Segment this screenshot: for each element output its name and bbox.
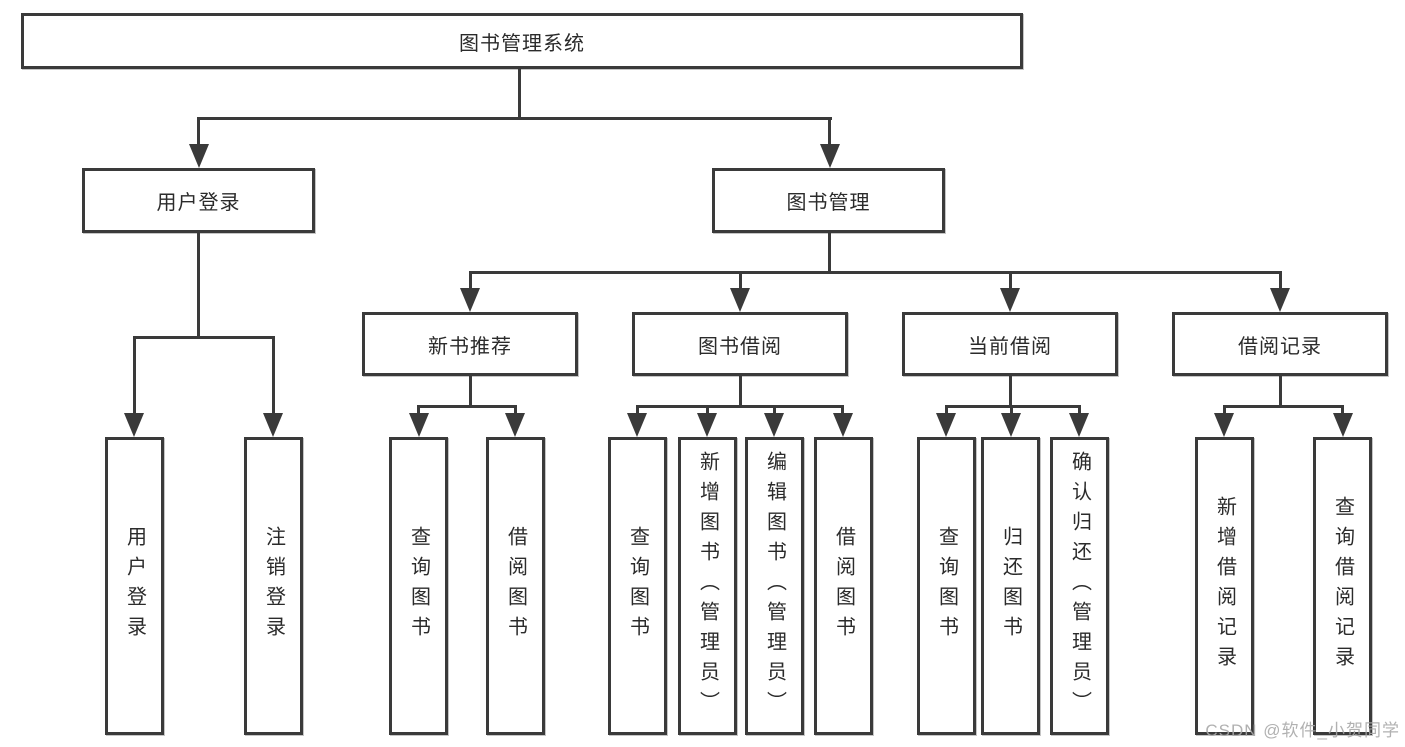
leaf-node-borrow-books: 借阅图书: [486, 437, 545, 735]
node-label: 借阅图书: [504, 526, 527, 646]
node-current-borrow: 当前借阅: [902, 312, 1118, 376]
node-borrow-records: 借阅记录: [1172, 312, 1388, 376]
connector-vline: [133, 336, 136, 416]
connector-hline: [198, 117, 832, 120]
connector-vline: [1341, 405, 1344, 419]
connector-vline: [1009, 376, 1012, 408]
connector-vline: [272, 336, 275, 416]
node-user-login: 用户登录: [82, 168, 315, 233]
arrow-down-icon: [764, 413, 784, 437]
arrow-down-icon: [1001, 413, 1021, 437]
leaf-node-query-books: 查询图书: [917, 437, 976, 735]
connector-hline: [945, 405, 1081, 408]
node-label: 确认归还（管理员）: [1068, 451, 1091, 721]
leaf-node-return-books: 归还图书: [981, 437, 1040, 735]
arrow-down-icon: [1069, 413, 1089, 437]
watermark-text: CSDN @软件_小贺同学: [1205, 721, 1400, 740]
connector-vline: [1223, 405, 1226, 419]
connector-vline: [773, 405, 776, 419]
connector-hline: [1223, 405, 1344, 408]
node-label: 当前借阅: [968, 335, 1052, 358]
arrow-down-icon: [833, 413, 853, 437]
node-label: 新增借阅记录: [1213, 496, 1236, 676]
arrow-down-icon: [189, 144, 209, 168]
node-new-book-recommend: 新书推荐: [362, 312, 578, 376]
connector-vline: [1279, 271, 1282, 291]
leaf-node-user-login: 用户登录: [105, 437, 164, 735]
connector-vline: [739, 376, 742, 408]
connector-vline: [706, 405, 709, 419]
leaf-node-query-borrow-record: 查询借阅记录: [1313, 437, 1372, 735]
node-label: 用户登录: [156, 192, 241, 214]
node-label: 借阅图书: [832, 526, 855, 646]
connector-vline: [945, 405, 948, 419]
node-label: 新增图书（管理员）: [696, 451, 719, 721]
node-label: 查询图书: [935, 526, 958, 646]
node-label: 编辑图书（管理员）: [763, 451, 786, 721]
leaf-node-borrow-books: 借阅图书: [814, 437, 873, 735]
node-label: 图书借阅: [698, 335, 782, 358]
node-label: 借阅记录: [1238, 335, 1322, 358]
leaf-node-confirm-return-admin: 确认归还（管理员）: [1050, 437, 1109, 735]
connector-hline: [469, 271, 1282, 274]
connector-vline: [469, 376, 472, 408]
connector-vline: [514, 405, 517, 419]
leaf-node-add-borrow-record: 新增借阅记录: [1195, 437, 1254, 735]
arrow-down-icon: [1270, 288, 1290, 312]
arrow-down-icon: [1214, 413, 1234, 437]
arrow-down-icon: [820, 144, 840, 168]
connector-vline: [1078, 405, 1081, 419]
connector-vline: [828, 117, 831, 147]
connector-vline: [1009, 271, 1012, 291]
connector-hline: [636, 405, 844, 408]
connector-vline: [197, 117, 200, 147]
arrow-down-icon: [409, 413, 429, 437]
arrow-down-icon: [505, 413, 525, 437]
node-label: 查询借阅记录: [1331, 496, 1354, 676]
node-label: 查询图书: [626, 526, 649, 646]
connector-vline: [518, 68, 521, 120]
node-label: 图书管理: [786, 192, 871, 214]
arrow-down-icon: [124, 413, 144, 437]
connector-hline: [418, 405, 517, 408]
connector-vline: [841, 405, 844, 419]
connector-vline: [636, 405, 639, 419]
node-label: 图书管理系统: [459, 32, 585, 55]
leaf-node-add-books-admin: 新增图书（管理员）: [678, 437, 737, 735]
arrow-down-icon: [627, 413, 647, 437]
arrow-down-icon: [1333, 413, 1353, 437]
node-book-management: 图书管理: [712, 168, 945, 233]
node-label: 查询图书: [407, 526, 430, 646]
connector-vline: [739, 271, 742, 291]
node-label: 新书推荐: [428, 335, 512, 358]
arrow-down-icon: [936, 413, 956, 437]
node-library-system: 图书管理系统: [21, 13, 1023, 69]
leaf-node-logout: 注销登录: [244, 437, 303, 735]
node-label: 归还图书: [999, 526, 1022, 646]
arrow-down-icon: [460, 288, 480, 312]
connector-vline: [828, 233, 831, 274]
arrow-down-icon: [730, 288, 750, 312]
connector-vline: [469, 271, 472, 291]
arrow-down-icon: [263, 413, 283, 437]
leaf-node-query-books: 查询图书: [608, 437, 667, 735]
leaf-node-query-books: 查询图书: [389, 437, 448, 735]
connector-vline: [417, 405, 420, 419]
node-book-borrow: 图书借阅: [632, 312, 848, 376]
connector-vline: [1279, 376, 1282, 408]
arrow-down-icon: [697, 413, 717, 437]
node-label: 注销登录: [262, 526, 285, 646]
connector-vline: [197, 233, 200, 339]
arrow-down-icon: [1000, 288, 1020, 312]
connector-vline: [1010, 405, 1013, 419]
connector-hline: [133, 336, 275, 339]
leaf-node-edit-books-admin: 编辑图书（管理员）: [745, 437, 804, 735]
node-label: 用户登录: [123, 526, 146, 646]
